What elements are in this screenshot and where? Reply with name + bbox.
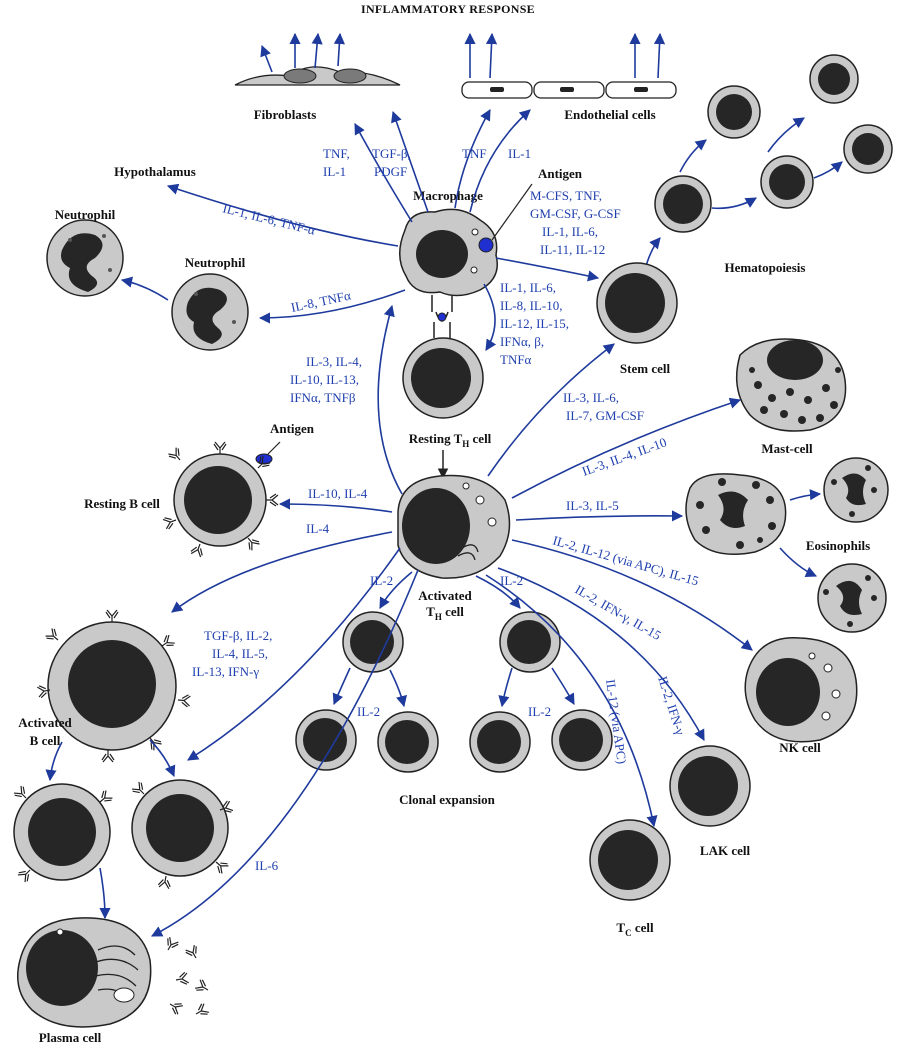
plasma-cell — [17, 917, 152, 1028]
cytokine-arrows — [120, 109, 753, 937]
neutrophil-cell-1 — [46, 219, 124, 297]
cyto-il2-clone-left: IL-2 — [357, 704, 380, 719]
hematopoiesis-cells — [654, 54, 893, 233]
hematopoiesis-label: Hematopoiesis — [725, 260, 806, 275]
b-antigen-label: Antigen — [270, 421, 315, 436]
stem-cell — [596, 262, 678, 344]
cyto-fib-2-line1: TGF-β, — [372, 146, 411, 161]
resting-th-label: Resting TH cell — [409, 431, 492, 449]
eosinophils-label: Eosinophils — [806, 538, 870, 553]
cyto-mac-th-4: IFNα, β, — [500, 334, 544, 349]
nk-cell-label: NK cell — [779, 740, 821, 755]
b-progeny-cell-2 — [130, 779, 234, 890]
macrophage-label: Macrophage — [413, 188, 483, 203]
activated-th-cell — [397, 474, 511, 579]
hematopoiesis-arrows — [644, 117, 843, 271]
neutrophil-cell-2 — [171, 273, 249, 351]
cyto-b-il4: IL-4 — [306, 521, 330, 536]
diagram-title: INFLAMMATORY RESPONSE — [361, 2, 535, 16]
cyto-stem-mac-2: GM-CSF, G-CSF — [530, 206, 621, 221]
fibroblasts-cells — [234, 66, 401, 86]
antigen-pointer-line — [491, 183, 533, 241]
activated-th-label-line2: TH cell — [426, 604, 464, 622]
endothelial-output-arrows — [464, 32, 666, 79]
eosinophil-arrows — [779, 489, 822, 578]
activated-b-progeny-arrows — [45, 739, 176, 920]
resting-b-cell — [162, 441, 279, 558]
cyto-endo-1: TNF — [462, 146, 487, 161]
cyto-mast: IL-3, IL-4, IL-10 — [580, 434, 669, 478]
cyto-stem-mac-3: IL-1, IL-6, — [542, 224, 598, 239]
cyto-th-mac-3: IFNα, TNFβ — [290, 390, 356, 405]
cyto-th-mac-1: IL-3, IL-4, — [306, 354, 362, 369]
eosinophil-cell-1 — [685, 473, 787, 555]
endothelial-label: Endothelial cells — [564, 107, 655, 122]
tc-cell-label: TC cell — [616, 920, 654, 938]
endothelial-cells — [461, 81, 677, 99]
cyto-nk: IL-2, IL-12 (via APC), IL-15 — [551, 532, 700, 588]
activated-b-label-line2: B cell — [30, 733, 61, 748]
cyto-fib-1-line2: IL-1 — [323, 164, 346, 179]
cyto-resting-b: IL-10, IL-4 — [308, 486, 368, 501]
mhc-tcr-interaction — [431, 295, 453, 338]
clonal-expansion-label: Clonal expansion — [399, 792, 495, 807]
nk-cell — [744, 637, 858, 743]
cyto-endo-2: IL-1 — [508, 146, 531, 161]
fibroblast-output-arrows — [260, 32, 345, 73]
lak-cell-label: LAK cell — [700, 843, 751, 858]
cyto-stem-th-1: IL-3, IL-6, — [563, 390, 619, 405]
b-antigen-pointer — [267, 441, 281, 455]
neutrophil-label-1: Neutrophil — [55, 207, 116, 222]
stem-cell-label: Stem cell — [620, 361, 671, 376]
activated-th-label-line1: Activated — [418, 588, 472, 603]
cyto-mac-th-3: IL-12, IL-15, — [500, 316, 569, 331]
cyto-il2-left: IL-2 — [370, 573, 393, 588]
cyto-hypothalamus: IL-1, IL-6, TNF-α — [221, 200, 317, 238]
clonal-expansion-arrows — [332, 667, 575, 708]
cyto-th-mac-2: IL-10, IL-13, — [290, 372, 359, 387]
cyto-fib-2-line2: PDGF — [374, 164, 407, 179]
cyto-mac-th-2: IL-8, IL-10, — [500, 298, 562, 313]
cyto-stem-mac-1: M-CFS, TNF, — [530, 188, 602, 203]
lak-cell — [669, 745, 751, 827]
eosinophil-cell-2 — [823, 457, 889, 523]
activated-b-cell — [36, 609, 192, 763]
cyto-stem-th-2: IL-7, GM-CSF — [566, 408, 644, 423]
b-progeny-cell-1 — [12, 783, 114, 884]
cyto-act-b-3: IL-13, IFN-γ — [192, 664, 259, 679]
mast-cell-label: Mast-cell — [761, 441, 813, 456]
cyto-mac-th-5: TNFα — [500, 352, 532, 367]
cyto-mac-th-1: IL-1, IL-6, — [500, 280, 556, 295]
resting-b-label: Resting B cell — [84, 496, 160, 511]
eosinophil-cell-3 — [817, 563, 887, 633]
macrophage-antigen-label: Antigen — [538, 166, 583, 181]
cyto-fib-1-line1: TNF, — [323, 146, 350, 161]
cyto-act-b-1: TGF-β, IL-2, — [204, 628, 272, 643]
cyto-stem-mac-4: IL-11, IL-12 — [540, 242, 605, 257]
cyto-eos: IL-3, IL-5 — [566, 498, 619, 513]
resting-th-cell — [402, 337, 484, 419]
plasma-cell-label: Plasma cell — [39, 1030, 102, 1045]
cyto-il6: IL-6 — [255, 858, 279, 873]
cyto-il2-right: IL-2 — [500, 573, 523, 588]
macrophage-cell — [399, 208, 498, 297]
hypothalamus-label: Hypothalamus — [114, 164, 196, 179]
activated-b-label-line1: Activated — [18, 715, 72, 730]
neutrophil-label-2: Neutrophil — [185, 255, 246, 270]
clonal-expansion-cells — [295, 611, 613, 773]
cyto-neutrophil: IL-8, TNFα — [290, 288, 353, 315]
secreted-antibodies — [162, 936, 212, 1020]
cyto-act-b-2: IL-4, IL-5, — [212, 646, 268, 661]
mast-cell — [735, 338, 847, 432]
cyto-il2-clone-right: IL-2 — [528, 704, 551, 719]
fibroblasts-label: Fibroblasts — [254, 107, 317, 122]
tc-cell — [589, 819, 671, 901]
